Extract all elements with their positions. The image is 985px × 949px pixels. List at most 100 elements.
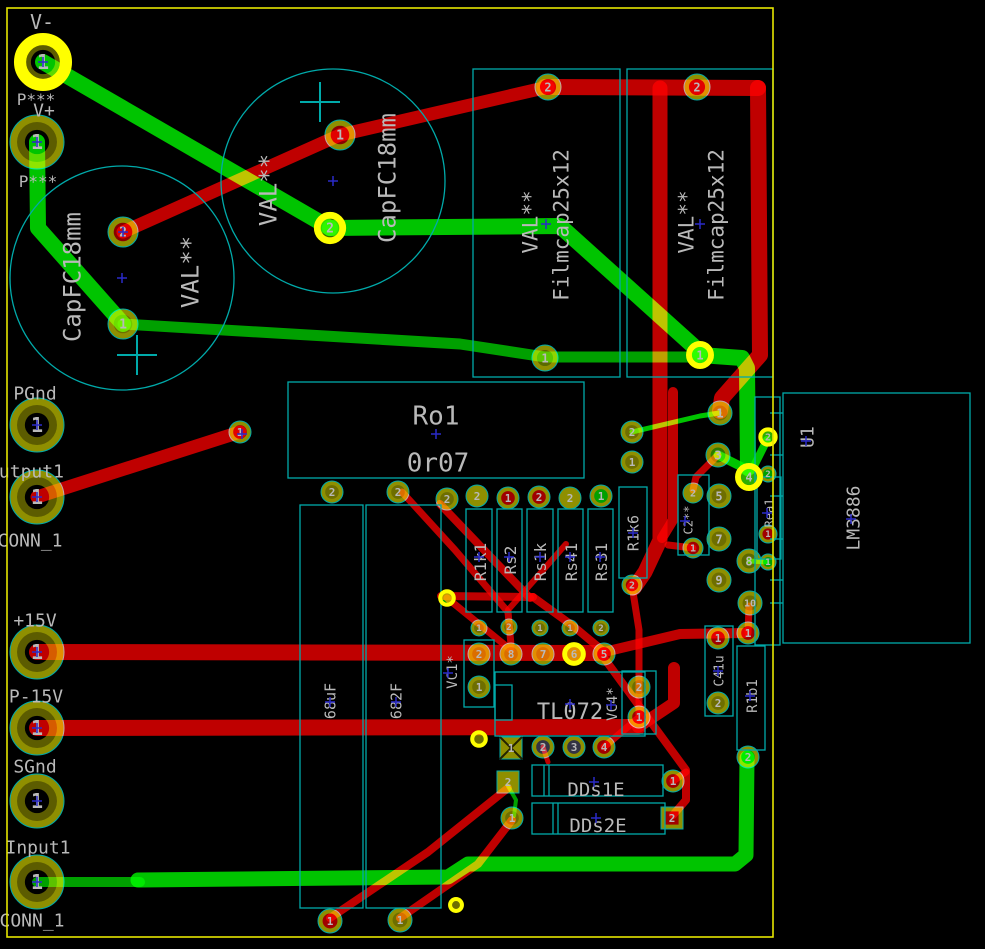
trace-top-copper[interactable] [398,488,515,649]
pad[interactable] [320,480,344,504]
pad[interactable] [620,450,644,474]
anchor-cross-icon [32,723,42,733]
pcb-text-label: CONN_1 [0,910,65,931]
component-outline-rect[interactable] [621,670,657,735]
component-outline-rect[interactable] [677,474,710,556]
pad[interactable] [499,736,523,760]
component-outline-rect[interactable] [531,764,664,797]
pcb-text-label: Filmcap25x12 [705,149,729,301]
pad[interactable] [706,483,732,509]
pad[interactable] [706,691,730,715]
anchor-cross-icon [595,552,605,562]
component-outline-rect[interactable] [531,802,666,835]
pad[interactable] [706,526,732,552]
pad-number: 1 [327,915,334,928]
component-outline-rect[interactable] [557,508,584,613]
component-outline-rect[interactable] [463,639,495,708]
anchor-cross-icon [328,176,338,186]
trace-bottom-copper[interactable] [35,54,338,236]
trace-top-copper[interactable] [29,644,608,661]
anchor-cross-icon [32,420,42,430]
component-outline-rect[interactable] [704,625,734,717]
component-outline-rect[interactable] [465,508,493,613]
pad-number: 2 [629,426,636,439]
component-outline-rect[interactable] [618,486,648,579]
component-outline-circle[interactable] [9,165,235,391]
component-outline-rect[interactable] [365,504,442,909]
pad[interactable] [465,484,489,508]
component-outline-rect[interactable] [736,645,766,751]
pad[interactable] [496,486,520,510]
anchor-cross-icon [32,796,42,806]
component-outline-rect[interactable] [472,68,621,378]
pad[interactable] [527,485,551,509]
pad-number: 1 [508,742,515,755]
trace-top-copper[interactable] [29,719,646,736]
component-outline-rect[interactable] [299,504,364,909]
trace-bottom-copper[interactable] [117,318,703,363]
selected-item-highlight [313,211,347,245]
trace-top-copper[interactable] [669,768,690,785]
trace-top-copper[interactable] [30,425,247,504]
trace-top-copper[interactable] [529,593,606,654]
trace-top-copper[interactable] [443,594,515,654]
pcb-text-label: P*** [19,172,58,191]
trace-top-copper[interactable] [505,541,569,613]
trace-top-copper[interactable] [396,816,516,922]
trace-top-copper[interactable] [664,541,697,552]
pad-number: 1 [636,711,643,724]
component-outline-rect[interactable] [587,508,614,613]
component-outline-rect[interactable] [782,392,971,644]
trace-top-copper[interactable] [116,80,555,239]
pad-number: 8 [508,648,515,661]
pad-number: 2 [326,222,334,237]
trace-top-copper[interactable] [629,588,643,719]
anchor-cross-icon [565,552,575,562]
pad-number: 9 [715,573,722,587]
pad[interactable] [562,735,586,759]
pad[interactable] [592,619,610,637]
anchor-cross-icon [325,697,335,707]
trace-top-copper[interactable] [600,715,641,751]
component-outline-rect[interactable] [494,684,513,721]
component-outline-rect[interactable] [754,396,781,646]
anchor-cross-icon [118,227,128,237]
pad[interactable] [589,484,613,508]
trace-top-copper[interactable] [436,500,534,602]
trace-bottom-copper[interactable] [29,134,131,332]
pad[interactable] [531,619,549,637]
pad-number: 1 [745,627,752,640]
pad-number: 1 [765,530,770,540]
trace-top-copper[interactable] [744,602,753,637]
pad-number: 4 [601,741,608,754]
pad[interactable] [706,567,732,593]
pcb-text-label: VAL** [675,190,699,253]
component-outline-rect[interactable] [526,508,554,613]
pad-number: 1 [629,456,636,469]
component-outline-circle[interactable] [220,68,446,294]
trace-top-copper[interactable] [689,451,722,494]
pad[interactable] [467,675,491,699]
pad-number: 1 [696,348,703,362]
pad-number: 2 [693,80,700,94]
pcb-text-label: VC4* [605,687,621,721]
pad-number: 2 [765,433,771,444]
component-outline-rect[interactable] [756,476,782,560]
selected-item-highlight [448,897,464,913]
pad-number: 2 [506,623,511,633]
pad-number: 2 [690,489,696,500]
anchor-cross-icon [762,508,772,518]
component-outline-rect[interactable] [496,508,523,613]
selected-item-highlight [758,427,778,447]
trace-top-copper[interactable] [595,628,749,658]
anchor-cross-icon [745,691,755,701]
trace-top-copper[interactable] [537,79,766,96]
trace-bottom-copper[interactable] [746,558,770,565]
copper-traces [29,54,771,922]
trace-top-copper[interactable] [626,80,668,596]
component-outline-rect[interactable] [287,381,585,479]
trace-top-copper[interactable] [540,744,551,765]
pcb-text-label: Ro1 [413,401,460,431]
trace-top-copper[interactable] [657,387,678,543]
